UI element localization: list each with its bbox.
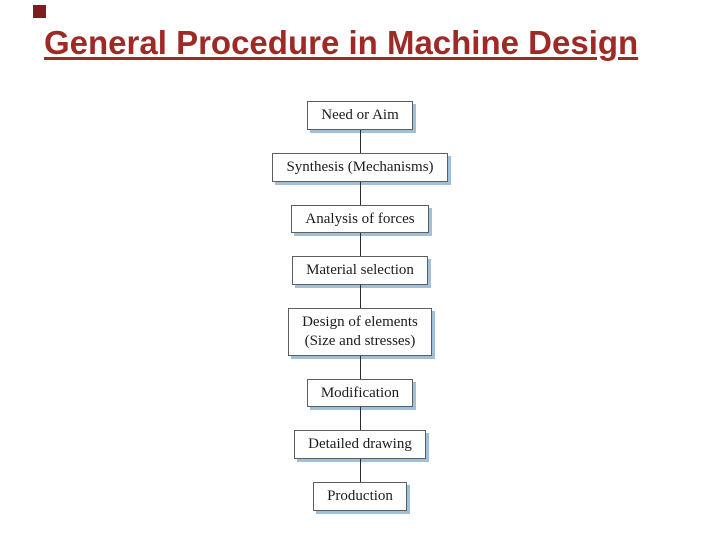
connector-line (359, 459, 361, 482)
connector-line (359, 407, 361, 431)
flow-step: Synthesis (Mechanisms) (272, 152, 448, 182)
flow-step: Detailed drawing (294, 430, 426, 459)
connector-line (359, 129, 361, 153)
corner-decoration (33, 5, 46, 18)
connector-line (359, 285, 361, 308)
slide-title: General Procedure in Machine Design (44, 24, 639, 61)
flow-step: Modification (306, 378, 414, 408)
connector-line (359, 181, 361, 205)
flow-step: Analysis of forces (291, 204, 429, 234)
flow-step: Design of elements (Size and stresses) (288, 308, 432, 356)
flow-step: Material selection (292, 256, 428, 285)
connector-line (359, 355, 361, 379)
flow-step: Production (313, 482, 407, 511)
connector-line (359, 233, 361, 257)
flow-step: Need or Aim (307, 101, 413, 130)
